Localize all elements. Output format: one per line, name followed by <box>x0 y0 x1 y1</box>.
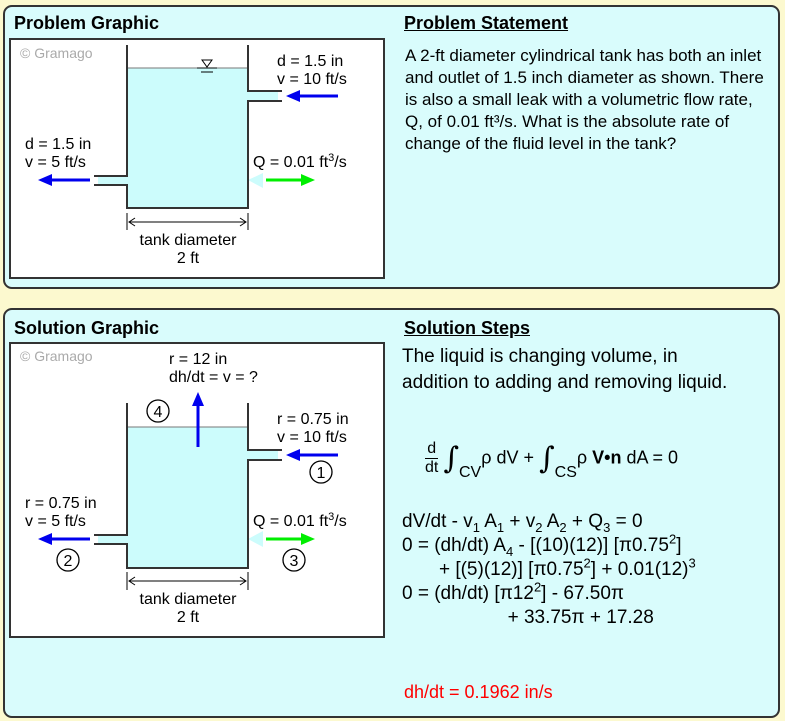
equation-term: 4 <box>506 543 514 559</box>
outlet-velocity: v = 5 ft/s <box>25 513 86 530</box>
equation-term: - [(10)(12)] [π0.75 <box>513 535 669 556</box>
inlet-radius: r = 0.75 in <box>277 411 349 428</box>
tank-water <box>127 68 248 208</box>
equation-term: 3 <box>603 519 611 535</box>
station-1-circle <box>309 460 333 484</box>
equation-term: 2 <box>535 519 543 535</box>
equation-line: + [(5)(12)] [π0.752] + 0.01(12)3 <box>402 555 696 582</box>
equation-term: + 33.75π + 17.28 <box>402 607 654 628</box>
surface-arrow <box>192 392 204 447</box>
problem-statement-title: Problem Statement <box>404 13 569 33</box>
outlet-radius: r = 0.75 in <box>25 495 97 512</box>
equation-term: 1 <box>472 519 480 535</box>
problem-statement: A 2-ft diameter cylindrical tank has bot… <box>405 46 764 153</box>
station-4: 4 <box>154 404 163 421</box>
equation-term: 0 = (dh/dt) [π12 <box>402 583 534 604</box>
equation-term: 2 <box>559 519 567 535</box>
station-2: 2 <box>64 553 73 570</box>
leak-icon <box>248 531 263 547</box>
equation-term: + [(5)(12)] [π0.75 <box>402 559 584 580</box>
equation-term: ] - 67.50π <box>541 583 624 604</box>
outlet-arrow <box>38 174 90 186</box>
problem-graphic-title: Problem Graphic <box>14 13 160 33</box>
equation-term: + Q <box>566 511 604 532</box>
station-4-circle <box>146 399 170 423</box>
station-3: 3 <box>290 553 299 570</box>
inlet-diameter: d = 1.5 in <box>277 53 343 70</box>
equation-term: ] <box>676 535 682 556</box>
equation-term: 2 <box>533 579 542 595</box>
equation-line: 0 = (dh/dt) [π122] - 67.50π <box>402 579 696 606</box>
leak-flow-rate: Q = 0.01 ft3/s <box>253 511 347 530</box>
equation-term: A <box>542 511 560 532</box>
solution-graphic: © Gramago 4 1 2 3 r = 12 in dh/dt = v = … <box>9 342 385 638</box>
solution-intro: The liquid is changing volume, in additi… <box>402 346 728 393</box>
leak-arrow <box>266 174 315 186</box>
tank-outline <box>94 403 282 569</box>
leak-flow-rate: Q = 0.01 ft3/s <box>253 152 347 171</box>
problem-graphic: © Gramago d = 1.5 in v = 10 ft/s d = 1.5… <box>9 38 385 279</box>
equation-term: 1 <box>496 519 505 535</box>
equation-term: 2 <box>583 555 591 571</box>
inlet-velocity: v = 10 ft/s <box>277 71 347 88</box>
leak-icon <box>248 173 263 188</box>
equation-term: = 0 <box>610 511 643 532</box>
station-1: 1 <box>317 465 326 482</box>
equation-term: ] + 0.01(12) <box>590 559 689 580</box>
dimension-value: 2 ft <box>177 250 200 267</box>
surface-velocity: dh/dt = v = ? <box>169 369 258 386</box>
copyright: © Gramago <box>20 45 93 61</box>
copyright: © Gramago <box>20 348 93 364</box>
tank-outline <box>94 45 282 209</box>
equation-term: 2 <box>668 531 677 547</box>
outlet-diameter: d = 1.5 in <box>25 136 91 153</box>
tank-water <box>127 427 248 568</box>
water-level-icon <box>197 59 217 73</box>
solution-graphic-title: Solution Graphic <box>14 318 160 338</box>
inlet-velocity: v = 10 ft/s <box>277 429 347 446</box>
equation-line: dV/dt - v1 A1 + v2 A2 + Q3 = 0 <box>402 510 696 534</box>
dimension-value: 2 ft <box>177 609 200 626</box>
equation-term: A <box>479 511 497 532</box>
equation-term: + v <box>504 511 536 532</box>
surface-radius: r = 12 in <box>169 351 227 368</box>
dimension-line <box>126 213 249 230</box>
dimension-label: tank diameter <box>140 591 238 608</box>
station-2-circle <box>56 548 80 572</box>
dimension-label: tank diameter <box>140 232 238 249</box>
outlet-velocity: v = 5 ft/s <box>25 154 86 171</box>
inlet-arrow <box>286 90 338 102</box>
equation-term: dV/dt - v <box>402 511 473 532</box>
station-3-circle <box>282 548 306 572</box>
solution-steps-title: Solution Steps <box>404 318 530 338</box>
equation-line: 0 = (dh/dt) A4 - [(10)(12)] [π0.752] <box>402 531 696 559</box>
equation-term: 3 <box>688 555 696 571</box>
dimension-line <box>126 572 249 590</box>
outlet-arrow <box>38 533 90 545</box>
inlet-arrow <box>286 449 338 461</box>
equation-term: 0 = (dh/dt) A <box>402 535 507 556</box>
leak-arrow <box>266 533 315 545</box>
answer: dh/dt = 0.1962 in/s <box>404 682 553 702</box>
equation-line: + 33.75π + 17.28 <box>402 606 696 630</box>
